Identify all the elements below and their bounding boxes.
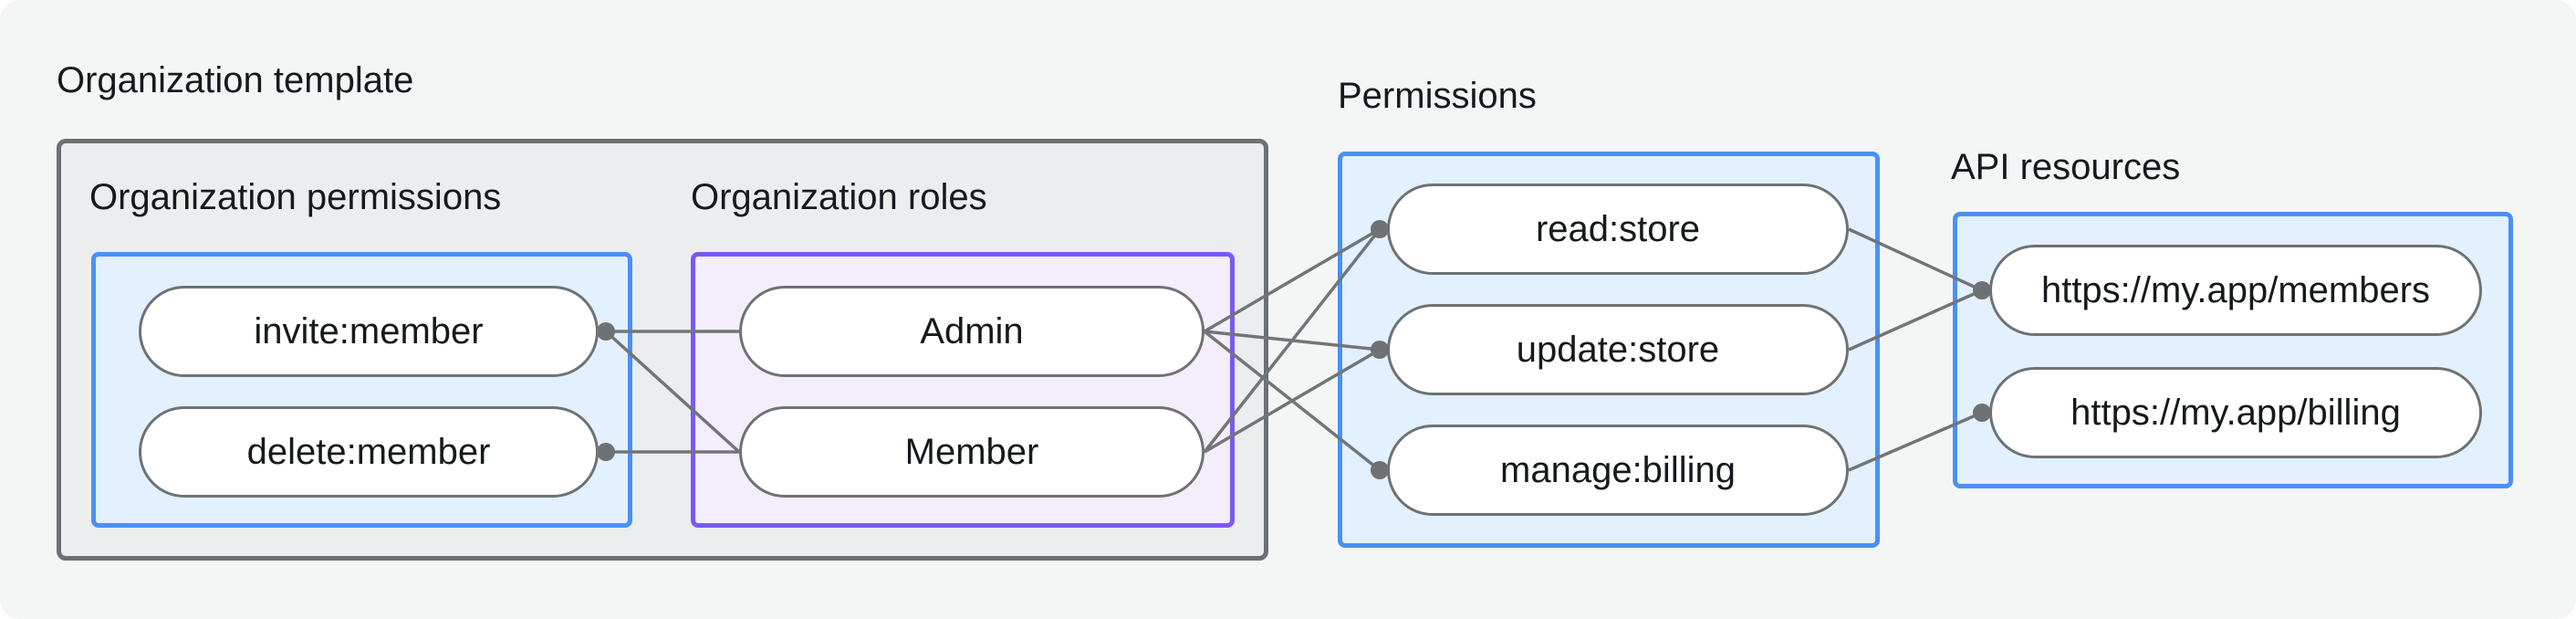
org-permissions-label: Organization permissions: [89, 177, 502, 217]
node-admin-role: Admin: [739, 286, 1205, 377]
node-invite-member: invite:member: [139, 286, 599, 377]
node-api-members-url: https://my.app/members: [1989, 245, 2482, 336]
api-resources-label: API resources: [1951, 147, 2181, 187]
node-read-store: read:store: [1387, 184, 1849, 275]
permissions-label: Permissions: [1338, 76, 1537, 116]
org-template-label: Organization template: [57, 60, 414, 100]
node-member-role: Member: [739, 406, 1205, 498]
node-delete-member: delete:member: [139, 406, 599, 498]
node-update-store: update:store: [1387, 304, 1849, 395]
org-roles-label: Organization roles: [691, 177, 987, 217]
node-manage-billing: manage:billing: [1387, 425, 1849, 516]
node-api-billing-url: https://my.app/billing: [1989, 367, 2482, 458]
